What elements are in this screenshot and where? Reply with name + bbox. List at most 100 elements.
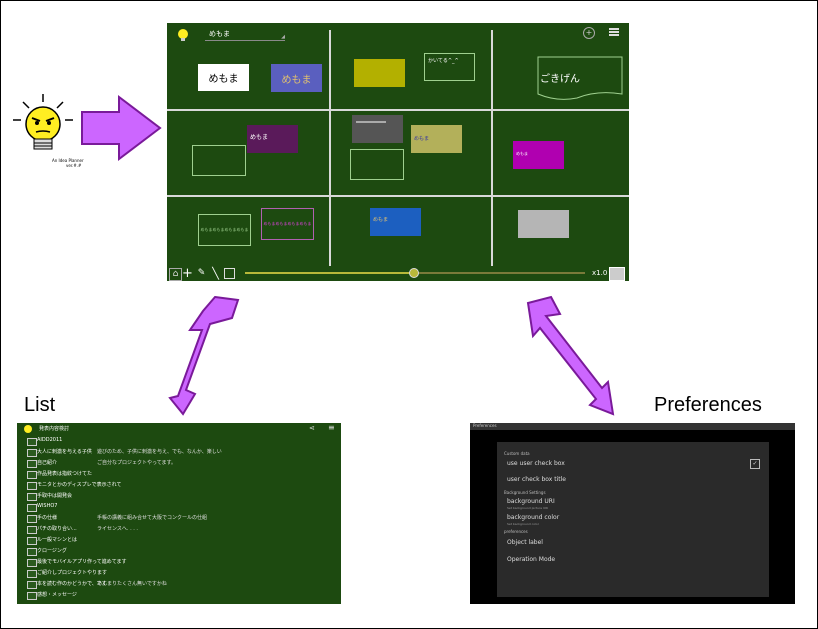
list-item-title: 手取中は開発会 <box>37 493 73 499</box>
note-10[interactable]: めもまめもまめもまめもま <box>261 208 314 240</box>
list-title: 発表内容検討 <box>39 426 70 432</box>
list-item-title: 自己紹介 <box>37 460 58 466</box>
preferences-label: Preferences <box>654 394 762 416</box>
note-empty-2[interactable] <box>350 149 404 180</box>
list-item-detail: 遊びのため、子供に刺激を与え、でも、なんか、楽しい <box>97 449 222 455</box>
list-item-title: WISHO7 <box>37 503 58 509</box>
list-item[interactable]: クロージング <box>17 547 341 556</box>
list-item-detail: ライセンスへ. . . . <box>97 526 139 532</box>
zoom-slider-track[interactable] <box>245 268 585 278</box>
list-item-icon <box>27 482 37 490</box>
list-menu-icon[interactable]: ≡ <box>328 423 335 432</box>
note-2[interactable]: めもま <box>271 64 322 92</box>
grid-line-v2 <box>491 30 493 266</box>
list-item[interactable]: ご紹介しプロジェクトやります <box>17 569 341 578</box>
list-item-icon <box>27 449 37 457</box>
list-item-title: 本を読む作のかどうかで、です <box>37 581 107 587</box>
list-item[interactable]: 本を読む作のかどうかで、ですあんまりたくさん無いですかね <box>17 580 341 589</box>
note-5[interactable]: ごきげん <box>537 56 623 100</box>
pref-operation-mode[interactable]: Operation Mode <box>507 556 556 563</box>
grid-line-h2 <box>167 195 629 197</box>
list-item-title: クロージング <box>37 548 67 554</box>
note-gray[interactable] <box>352 115 403 143</box>
list-item-icon <box>27 537 37 545</box>
list-item[interactable]: WISHO7 <box>17 503 341 512</box>
prefs-section-background: Background Settings <box>504 490 546 495</box>
home-icon[interactable]: ⌂ <box>169 268 182 281</box>
note-7[interactable]: めもま <box>411 125 462 153</box>
list-item-icon <box>27 504 37 512</box>
list-item[interactable]: 感想・メッセージ <box>17 591 341 600</box>
menu-icon[interactable] <box>609 28 619 37</box>
list-item[interactable]: 大人に刺激を与える子供遊びのため、子供に刺激を与え、でも、なんか、楽しい <box>17 448 341 457</box>
list-item-icon <box>27 570 37 578</box>
list-item-icon <box>27 526 37 534</box>
line-icon[interactable]: ╲ <box>212 267 219 280</box>
list-label: List <box>24 394 56 416</box>
list-item[interactable]: 作品発表は指紋つけてた <box>17 470 341 479</box>
board-dropdown-value: めもま <box>209 30 230 38</box>
list-item[interactable]: AIDD2011 <box>17 437 341 446</box>
pref-background-color[interactable]: background color <box>507 514 560 521</box>
zoom-slider-handle[interactable] <box>409 268 419 278</box>
list-item-detail: ご自分なプロジェクトやってます。 <box>97 460 177 466</box>
list-header: 発表内容検討 ⋖ ≡ <box>17 423 341 435</box>
pref-user-check-box-title[interactable]: user check box title <box>507 476 566 483</box>
list-item-icon <box>27 548 37 556</box>
note-4[interactable]: かいてる^_^ <box>424 53 475 81</box>
list-item-icon <box>27 460 37 468</box>
list-item[interactable]: モニタとかのディスプレで表示されて <box>17 481 341 490</box>
prefs-window-title: Preferences <box>473 423 497 428</box>
note-silver[interactable] <box>518 210 569 238</box>
board-toolbar: ⌂ + ✎ ╲ x1.0 <box>167 266 629 281</box>
list-item-title: 感想・メッセージ <box>37 592 77 598</box>
note-1[interactable]: めもま <box>198 64 249 91</box>
mascot-caption: An Idea Planner ver.#.# <box>52 158 84 168</box>
list-item-title: 手の仕様 <box>37 515 58 521</box>
note-8[interactable]: めもま <box>513 141 564 169</box>
board-dropdown[interactable]: めもま ◢ <box>205 28 285 41</box>
pref-object-label[interactable]: Object label <box>507 539 543 546</box>
note-5-text: ごきげん <box>540 74 580 85</box>
list-item-icon <box>27 438 37 446</box>
list-item-icon <box>27 581 37 589</box>
pref-background-color-sub: Set background color <box>507 522 539 526</box>
note-9[interactable]: めもまめもまめもまめもま <box>198 214 251 246</box>
board-bulb-icon[interactable] <box>177 27 189 41</box>
list-item-icon <box>27 493 37 501</box>
pref-background-uri[interactable]: background URI <box>507 498 555 505</box>
pref-check-box[interactable]: ✓ <box>750 459 760 469</box>
note-11[interactable]: めもま <box>370 208 421 236</box>
note-6[interactable]: めもま <box>247 125 298 153</box>
prefs-section-preferences: preferences <box>504 529 528 534</box>
grid-line-v1 <box>329 30 331 266</box>
list-bulb-icon[interactable] <box>24 425 32 433</box>
mascot-caption-line1: An Idea Planner <box>52 158 84 163</box>
idea-board-screenshot: めもま ◢ + めもま めもま かいてる^_^ ごきげん めもま めもま めもま… <box>167 23 629 281</box>
share-icon[interactable]: ⋖ <box>309 424 315 432</box>
pref-use-user-check-box[interactable]: use user check box <box>507 460 565 467</box>
list-item-icon <box>27 559 37 567</box>
list-item[interactable]: 手取中は開発会 <box>17 492 341 501</box>
list-item[interactable]: ル一般マシンとは <box>17 536 341 545</box>
dropdown-caret-icon: ◢ <box>281 34 285 40</box>
note-3[interactable] <box>354 59 405 87</box>
list-item[interactable]: 最後でモバイルアプリ作って進めてます <box>17 558 341 567</box>
pen-icon[interactable]: ✎ <box>197 268 206 278</box>
list-item[interactable]: パチの取り合い... ライセンスへ. . . . <box>17 525 341 534</box>
add-icon[interactable]: + <box>182 266 193 281</box>
list-item-title: パチの取り合い... <box>37 526 77 532</box>
frame-icon[interactable] <box>224 268 235 279</box>
list-item[interactable]: 手の仕様手帳の講義に組み合せて大阪でコンクールの仕組 <box>17 514 341 523</box>
note-empty-1[interactable] <box>192 145 246 176</box>
list-item[interactable]: 自己紹介 ご自分なプロジェクトやってます。 <box>17 459 341 468</box>
prefs-section-custom: Custom data <box>504 451 530 456</box>
prefs-panel: Custom data use user check box ✓ user ch… <box>497 442 769 597</box>
pref-background-uri-sub: Set background picture URI <box>507 506 549 510</box>
preferences-screenshot: Preferences Custom data use user check b… <box>470 423 795 604</box>
add-circle-icon[interactable]: + <box>583 27 595 39</box>
list-item-icon <box>27 592 37 600</box>
mascot-bulb-icon <box>10 92 75 160</box>
save-icon[interactable] <box>609 267 625 281</box>
list-screenshot: 発表内容検討 ⋖ ≡ AIDD2011 大人に刺激を与える子供遊びのため、子供に刺… <box>17 423 341 604</box>
